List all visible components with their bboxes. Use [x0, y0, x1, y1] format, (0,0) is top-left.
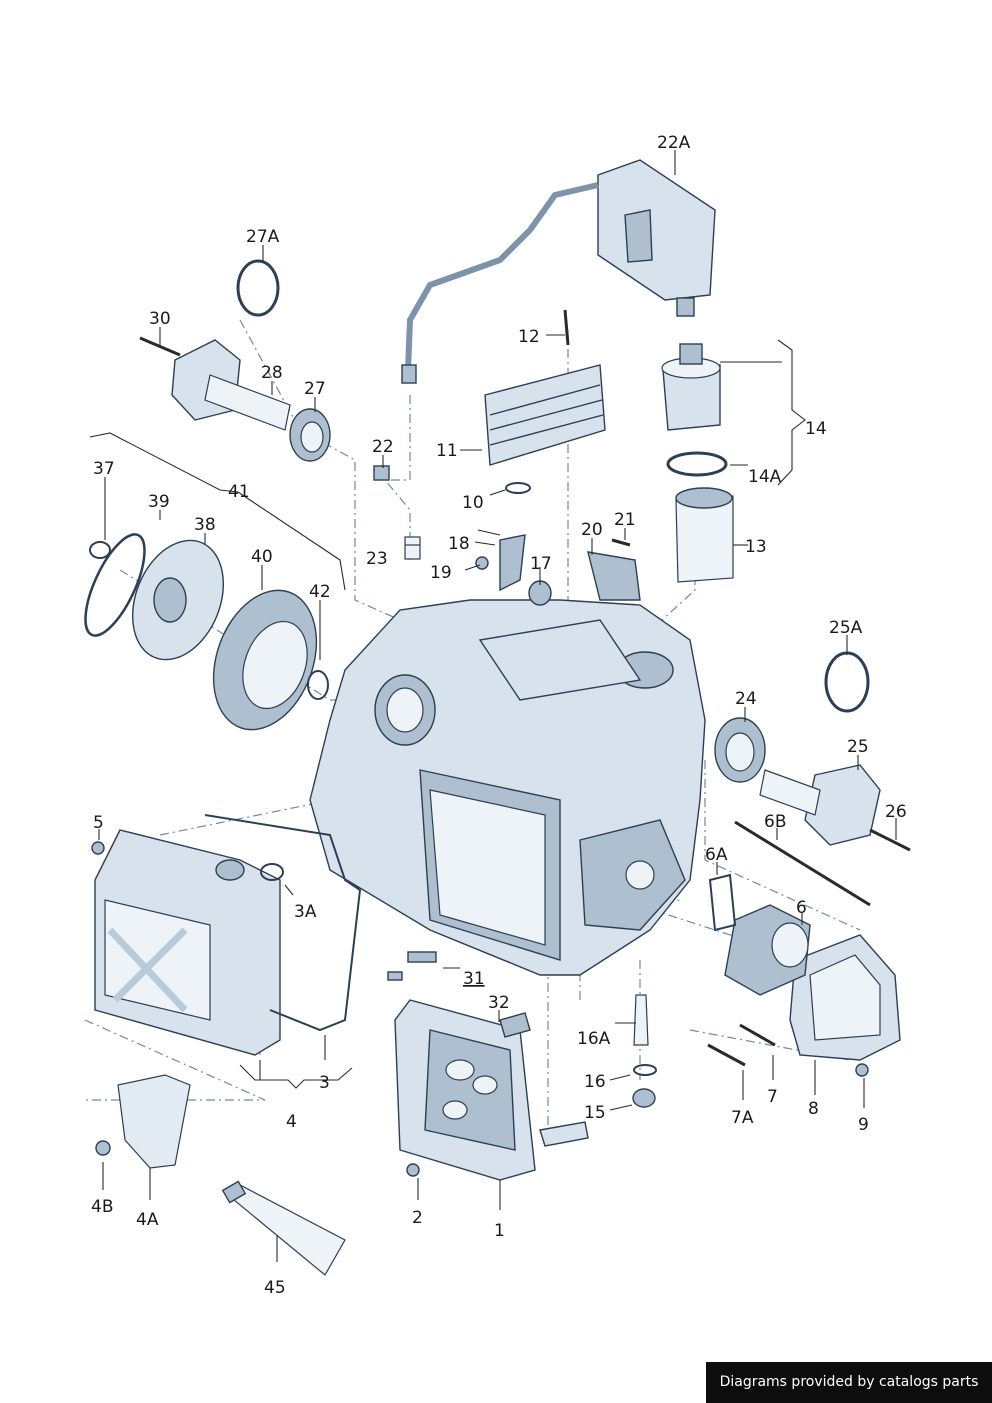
- callout-3A: 3A: [294, 902, 317, 922]
- clutch-assembly: [84, 533, 329, 731]
- callout-17: 17: [530, 554, 552, 574]
- callout-2: 2: [412, 1208, 423, 1228]
- callout-6B: 6B: [764, 812, 786, 832]
- callout-12: 12: [518, 327, 540, 347]
- callout-9: 9: [858, 1115, 869, 1135]
- callout-41: 41: [228, 482, 250, 502]
- callout-1: 1: [494, 1221, 505, 1241]
- callout-10: 10: [462, 493, 484, 513]
- callout-4: 4: [286, 1112, 297, 1132]
- callout-16: 16: [584, 1072, 606, 1092]
- callout-42: 42: [309, 582, 331, 602]
- callout-27: 27: [304, 379, 326, 399]
- callout-38: 38: [194, 515, 216, 535]
- callout-25A: 25A: [829, 618, 863, 638]
- oil-cooler: [484, 364, 606, 494]
- callout-14: 14: [805, 419, 827, 439]
- callout-11: 11: [436, 441, 458, 461]
- callout-28: 28: [261, 363, 283, 383]
- callout-37: 37: [93, 459, 115, 479]
- side-cover: [789, 934, 901, 1061]
- transmission-housing: [309, 599, 706, 976]
- actuator-unit: [708, 820, 871, 996]
- callout-25: 25: [847, 737, 869, 757]
- callout-5: 5: [93, 813, 104, 833]
- callout-15: 15: [584, 1103, 606, 1123]
- callout-30: 30: [149, 309, 171, 329]
- callout-24: 24: [735, 689, 757, 709]
- callout-40: 40: [251, 547, 273, 567]
- oil-filter: [675, 487, 734, 583]
- callout-23: 23: [366, 549, 388, 569]
- callout-22: 22: [372, 437, 394, 457]
- callout-3: 3: [319, 1073, 330, 1093]
- callout-4B: 4B: [91, 1197, 113, 1217]
- oil-filter-housing: [661, 343, 728, 477]
- callout-32: 32: [488, 993, 510, 1013]
- callout-31: 31: [463, 969, 485, 989]
- callout-6A: 6A: [705, 845, 728, 865]
- callout-13: 13: [745, 537, 767, 557]
- oil-pan-gasket: [204, 814, 362, 1032]
- oil-pan-cover: [94, 829, 281, 1056]
- callout-labels: 22A 27A 30 28 27 12 14 14A 11 22 10 37 4…: [91, 133, 907, 1298]
- callout-19: 19: [430, 563, 452, 583]
- callout-45: 45: [264, 1278, 286, 1298]
- callout-20: 20: [581, 520, 603, 540]
- callout-26: 26: [885, 802, 907, 822]
- callout-7A: 7A: [731, 1108, 754, 1128]
- drive-flange-left: [139, 259, 331, 462]
- mechatronic-unit: [394, 999, 589, 1181]
- callout-14A: 14A: [748, 467, 782, 487]
- callout-16A: 16A: [577, 1029, 611, 1049]
- control-module-with-harness: [401, 159, 716, 384]
- credit-banner: Diagrams provided by catalogs parts: [706, 1362, 992, 1403]
- callout-7: 7: [767, 1087, 778, 1107]
- callout-21: 21: [614, 510, 636, 530]
- callout-18: 18: [448, 534, 470, 554]
- callout-6: 6: [796, 898, 807, 918]
- callout-22A: 22A: [657, 133, 691, 153]
- drive-flange-right: [714, 651, 911, 852]
- sealant-tube: [221, 1180, 346, 1276]
- small-parts: [91, 309, 869, 1177]
- callout-4A: 4A: [136, 1210, 159, 1230]
- leader-lines: [89, 150, 897, 1262]
- callout-39: 39: [148, 492, 170, 512]
- callout-8: 8: [808, 1099, 819, 1119]
- callout-27A: 27A: [246, 227, 280, 247]
